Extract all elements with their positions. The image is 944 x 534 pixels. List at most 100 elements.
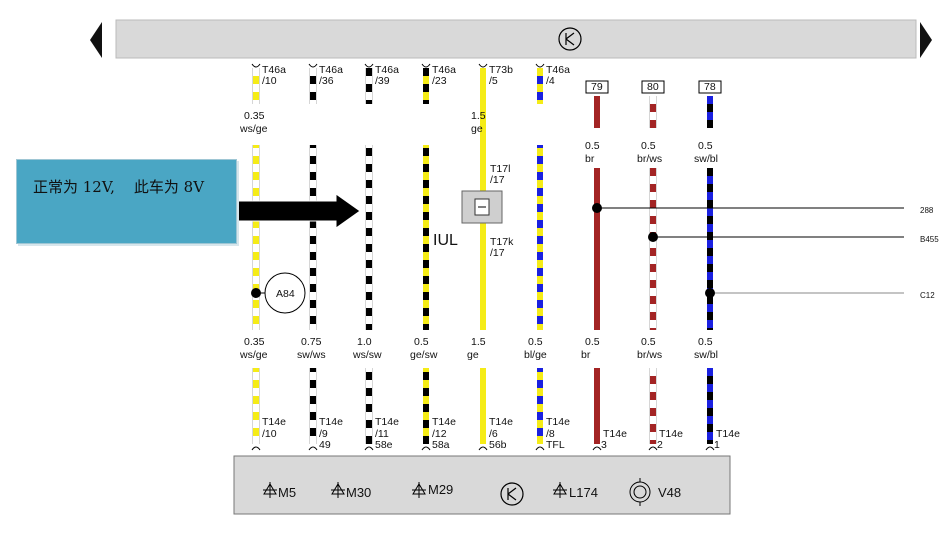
color-bottom-w7: br (581, 349, 591, 361)
connector-pin-icon (705, 446, 715, 451)
bottom-label-m29: M29 (428, 482, 454, 497)
connector-t17-icon (461, 190, 503, 224)
color-top-w1: ws/ge (240, 123, 268, 135)
gauge-top-w8: 0.5 (641, 140, 656, 152)
connector-pin-icon (251, 63, 261, 68)
connector-pin-icon (364, 63, 374, 68)
gauge-bottom-w6: 0.5 (528, 336, 543, 348)
connector-top-label: T17l (490, 163, 511, 175)
wire-w5 (478, 63, 488, 451)
top-connector-w1: T46a (262, 64, 286, 76)
top-connector-w6: T46a (546, 64, 570, 76)
note-callout: 正常为 12V, 此车为 8V (16, 159, 237, 244)
top-bar (115, 19, 917, 59)
junction-dot (648, 232, 658, 242)
component-a84-label: A84 (276, 288, 295, 300)
junction-dot (705, 288, 715, 298)
bottom-sub-w3: 58e (375, 439, 393, 451)
diode-m5-icon (263, 482, 277, 498)
diode-m30-icon (331, 482, 345, 498)
gauge-bottom-w5: 1.5 (471, 336, 486, 348)
bottom-component-box (233, 455, 731, 515)
iul-label: IUL (433, 232, 458, 249)
bottom-connector-w5: T14e (489, 416, 513, 428)
bottom-connector-w2: T14e (319, 416, 343, 428)
wire-w9 (705, 96, 715, 451)
connector-pin-icon (535, 63, 545, 68)
top-pin-w1: /10 (262, 75, 277, 87)
wire-number-box (641, 80, 665, 94)
junction-dot (592, 203, 602, 213)
bottom-pin-w9: 1 (714, 439, 720, 451)
wire-w2 (308, 63, 318, 451)
top-connector-w4: T46a (432, 64, 456, 76)
wire-number-box (585, 80, 609, 94)
gauge-bottom-w9: 0.5 (698, 336, 713, 348)
bottom-pin-w2: /9 (319, 428, 328, 440)
color-bottom-w5: ge (467, 349, 479, 361)
wire-w1 (251, 63, 261, 451)
top-pin-w5: /5 (489, 75, 498, 87)
junction-dot (251, 288, 261, 298)
connector-pin-icon (592, 446, 602, 451)
bottom-label-v48: V48 (658, 485, 682, 500)
bottom-label-m30: M30 (346, 485, 372, 500)
gauge-bottom-w7: 0.5 (585, 336, 600, 348)
gauge-bottom-w8: 0.5 (641, 336, 656, 348)
bottom-connector-w6: T14e (546, 416, 570, 428)
bottom-connector-w4: T14e (432, 416, 456, 428)
bottom-label-l174: L174 (569, 485, 598, 500)
bottom-label-m5: M5 (278, 485, 297, 500)
top-pin-w4: /23 (432, 75, 447, 87)
gauge-bottom-w3: 1.0 (357, 336, 372, 348)
bottom-sub-w5: 56b (489, 439, 507, 451)
connector-pin-icon (535, 446, 545, 451)
connector-pin-icon (251, 446, 261, 451)
gauge-bottom-w2: 0.75 (301, 336, 322, 348)
bottom-connector-w9: T14e (716, 428, 740, 440)
bottom-pin-w3: /11 (375, 428, 389, 440)
gauge-top-w5: 1.5 (471, 110, 486, 122)
color-bottom-w4: ge/sw (410, 349, 438, 361)
bottom-sub-w2: 49 (319, 439, 331, 451)
right-label-288: 288 (920, 206, 934, 215)
connector-pin-icon (364, 446, 374, 451)
component-a84-circle (264, 272, 306, 314)
wire-w8 (648, 96, 658, 451)
bottom-pin-w4: /12 (432, 428, 447, 440)
gauge-top-w7: 0.5 (585, 140, 600, 152)
gauge-bottom-w1: 0.35 (244, 336, 265, 348)
right-label-b455: B455 (920, 235, 939, 244)
wire-number-box (698, 80, 722, 94)
color-top-w7: br (585, 153, 595, 165)
ground-symbol-bottom-icon (500, 482, 524, 506)
top-pin-w2: /36 (319, 75, 334, 87)
color-bottom-w9: sw/bl (694, 349, 718, 361)
connector-bottom-label: T17k (490, 236, 514, 248)
bottom-connector-w1: T14e (262, 416, 286, 428)
connector-pin-icon (308, 446, 318, 451)
note-text: 正常为 12V, 此车为 8V (33, 178, 205, 196)
gauge-top-w9: 0.5 (698, 140, 713, 152)
top-connector-w5: T73b (489, 64, 513, 76)
connector-pin-icon (648, 446, 658, 451)
top-connector-w2: T46a (319, 64, 343, 76)
wire-number-w8: 80 (647, 81, 659, 93)
nav-left-arrow-icon[interactable] (90, 22, 102, 58)
diode-m29-icon (412, 482, 426, 498)
motor-v48-icon (629, 478, 651, 506)
bottom-sub-w4: 58a (432, 439, 450, 451)
top-connector-w3: T46a (375, 64, 399, 76)
color-bottom-w2: sw/ws (297, 349, 326, 361)
bottom-connector-w3: T14e (375, 416, 399, 428)
wire-w6 (535, 63, 545, 451)
wire-w4 (421, 63, 431, 451)
top-pin-w3: /39 (375, 75, 390, 87)
bottom-connector-w8: T14e (659, 428, 683, 440)
color-bottom-w3: ws/sw (353, 349, 382, 361)
connector-pin-icon (421, 63, 431, 68)
top-pin-w6: /4 (546, 75, 555, 87)
bottom-connector-w7: T14e (603, 428, 627, 440)
nav-right-arrow-icon[interactable] (920, 22, 932, 58)
